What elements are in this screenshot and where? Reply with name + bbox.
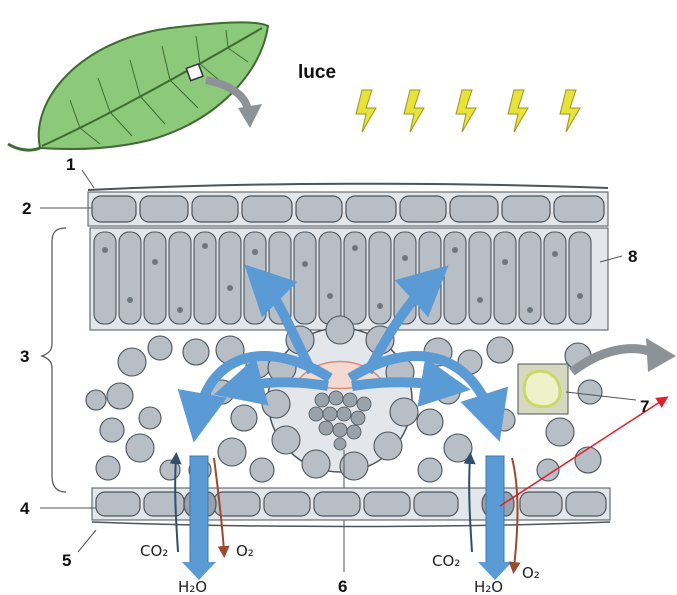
mesophyll-bracket	[42, 228, 66, 492]
o2-label-left: O₂	[236, 542, 254, 560]
light-bolts	[356, 90, 580, 132]
light-bolt-icon	[356, 90, 376, 132]
leaf-stem	[8, 144, 40, 150]
zoom-out-arrow-head	[646, 338, 676, 372]
callout-3: 3	[20, 347, 29, 366]
upper-epidermis	[88, 184, 608, 226]
co2-label-right: CO₂	[432, 552, 460, 570]
palisade-layer	[90, 228, 608, 330]
light-bolt-icon	[560, 90, 580, 132]
callout-6: 6	[338, 577, 347, 595]
lower-cuticle-line	[92, 522, 610, 527]
callout-8: 8	[628, 247, 637, 266]
light-label: luce	[298, 62, 336, 83]
lower-epidermis	[92, 488, 610, 527]
callout-5: 5	[62, 551, 71, 570]
callout-4: 4	[20, 499, 30, 518]
highlighted-cell	[518, 364, 568, 414]
light-bolt-icon	[508, 90, 528, 132]
zoom-arrow-head	[238, 104, 262, 128]
leaf-illustration	[8, 22, 268, 150]
cuticle-line	[88, 184, 608, 190]
co2-label-left: CO₂	[140, 542, 168, 560]
h2o-label-left: H₂O	[178, 578, 207, 595]
callout-2: 2	[22, 199, 31, 218]
light-bolt-icon	[404, 90, 424, 132]
callout-7: 7	[640, 397, 649, 416]
h2o-label-right: H₂O	[474, 578, 503, 595]
o2-label-right: O₂	[522, 564, 540, 582]
light-bolt-icon	[456, 90, 476, 132]
callout-1: 1	[66, 155, 75, 174]
